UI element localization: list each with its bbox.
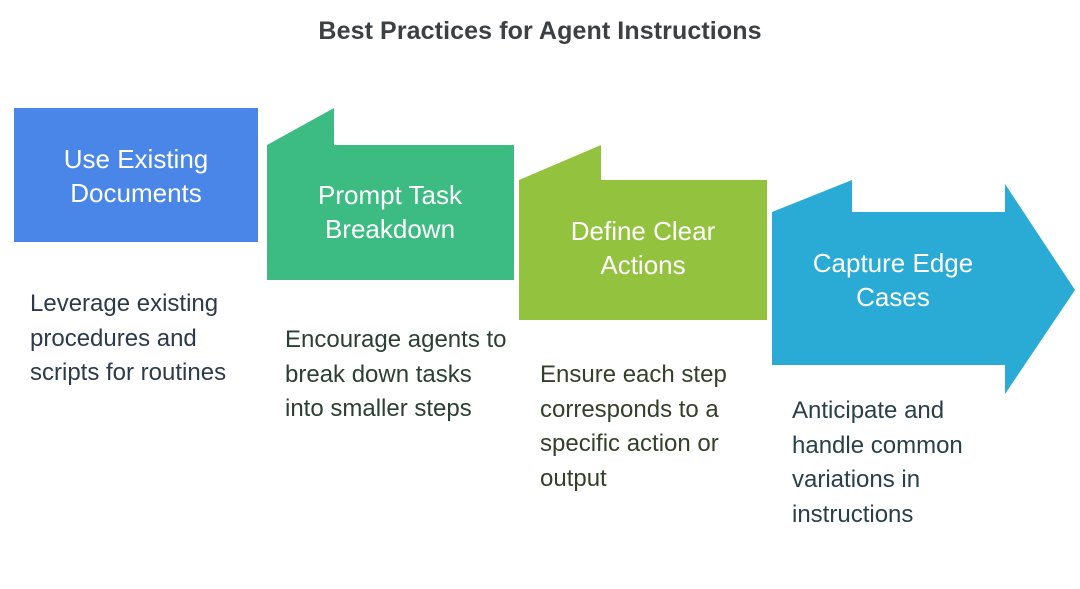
stage-label-use-existing-documents: Use Existing Documents xyxy=(22,142,250,211)
stage-caption-capture-edge-cases: Anticipate and handle common variations … xyxy=(792,397,963,528)
stage-1-body[interactable] xyxy=(14,108,258,242)
stage-caption-define-clear-actions: Ensure each step corresponds to a specif… xyxy=(540,361,727,492)
stage-label-line: Documents xyxy=(70,178,202,209)
stage-4-arrow[interactable] xyxy=(772,184,1075,394)
stage-label-line: Define Clear xyxy=(570,216,716,246)
stage-4-tab xyxy=(772,180,852,212)
stage-3-body-overlay xyxy=(519,180,767,320)
stage-label-line: Breakdown xyxy=(324,214,456,245)
stage-3-tab xyxy=(519,145,601,180)
stage-label-capture-edge-cases: Capture Edge Cases xyxy=(782,246,1004,315)
stage-label-line: Cases xyxy=(856,282,930,313)
stage-2-body-overlay xyxy=(267,145,514,280)
stage-caption-prompt-task-breakdown: Encourage agents to break down tasks int… xyxy=(285,326,507,423)
stage-label-prompt-task-breakdown: Prompt Task Breakdown xyxy=(276,178,504,247)
stage-2-tab xyxy=(267,108,334,145)
stage-label-line: Use Existing xyxy=(63,144,209,174)
stage-label-line: Actions xyxy=(600,250,686,281)
stage-label-line: Prompt Task xyxy=(317,180,462,210)
stage-caption-use-existing-documents: Leverage existing procedures and scripts… xyxy=(30,290,227,387)
stage-label-line: Capture Edge xyxy=(812,248,974,278)
stage-label-define-clear-actions: Define Clear Actions xyxy=(528,214,758,283)
page-title: Best Practices for Agent Instructions xyxy=(318,17,762,45)
